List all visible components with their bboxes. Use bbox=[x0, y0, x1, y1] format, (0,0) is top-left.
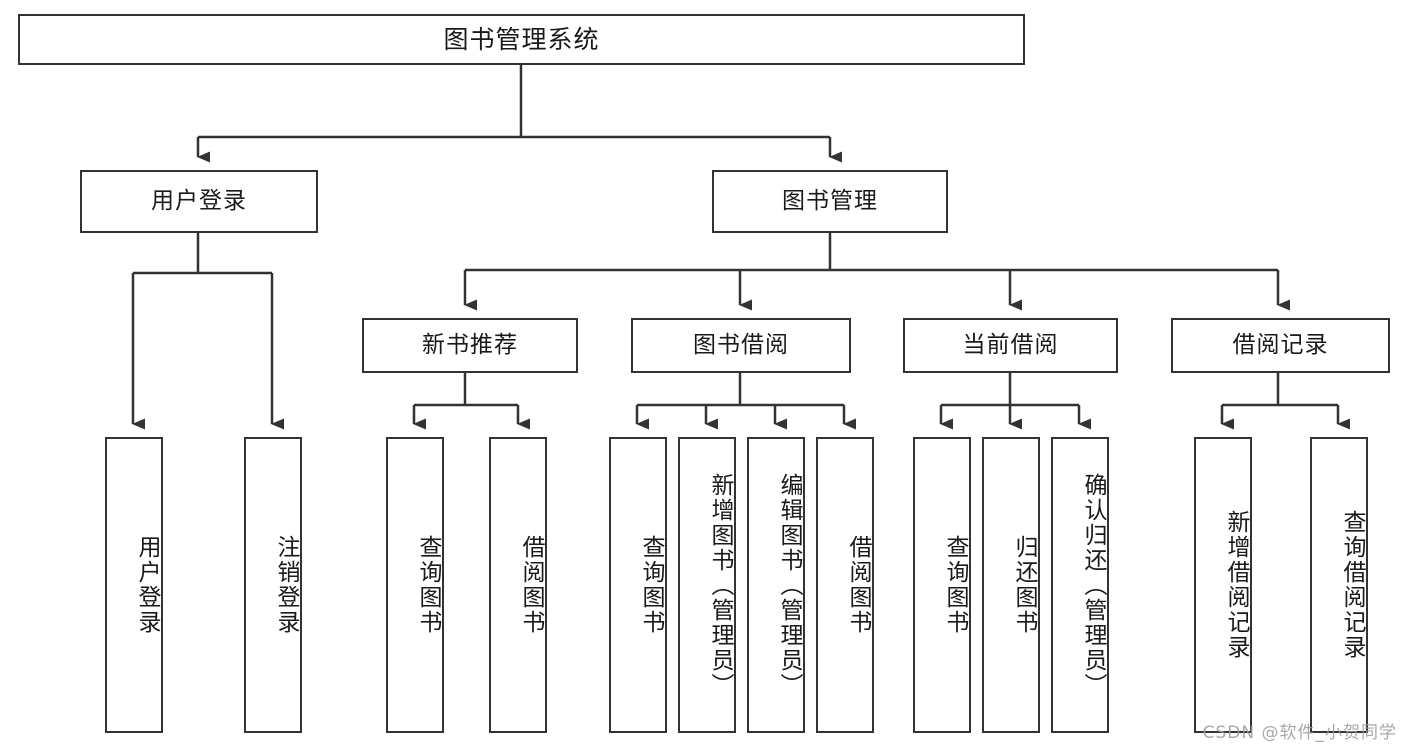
leaf-current-borrow-confirm-return[interactable]: 确认归还（管理员） bbox=[1051, 437, 1109, 733]
leaf-label: 借阅图书 bbox=[518, 535, 544, 635]
leaf-label: 注销登录 bbox=[273, 535, 299, 635]
leaf-label: 查询图书 bbox=[942, 535, 968, 635]
leaf-label: 查询借阅记录 bbox=[1339, 510, 1365, 660]
leaf-current-borrow-return[interactable]: 归还图书 bbox=[982, 437, 1040, 733]
node-user-login[interactable]: 用户登录 bbox=[80, 170, 318, 233]
leaf-book-borrow-add[interactable]: 新增图书（管理员） bbox=[678, 437, 736, 733]
leaf-label: 查询图书 bbox=[415, 535, 441, 635]
leaf-label: 归还图书 bbox=[1011, 535, 1037, 635]
node-new-book-recommend-label: 新书推荐 bbox=[422, 331, 518, 358]
leaf-current-borrow-query[interactable]: 查询图书 bbox=[913, 437, 971, 733]
leaf-label: 新增借阅记录 bbox=[1223, 510, 1249, 660]
leaf-book-borrow-query[interactable]: 查询图书 bbox=[609, 437, 667, 733]
leaf-borrow-record-query[interactable]: 查询借阅记录 bbox=[1310, 437, 1368, 733]
node-current-borrow-label: 当前借阅 bbox=[962, 331, 1059, 358]
leaf-label: 查询图书 bbox=[638, 535, 664, 635]
leaf-book-borrow-edit[interactable]: 编辑图书（管理员） bbox=[747, 437, 805, 733]
watermark-text: CSDN @软件_小贺同学 bbox=[1202, 723, 1397, 743]
leaf-book-borrow-borrow[interactable]: 借阅图书 bbox=[816, 437, 874, 733]
node-book-borrow[interactable]: 图书借阅 bbox=[631, 318, 851, 373]
node-book-management[interactable]: 图书管理 bbox=[712, 170, 948, 233]
node-book-management-label: 图书管理 bbox=[782, 187, 878, 214]
leaf-user-login-login[interactable]: 用户登录 bbox=[105, 437, 163, 733]
leaf-label: 编辑图书（管理员） bbox=[776, 472, 802, 698]
leaf-borrow-record-add[interactable]: 新增借阅记录 bbox=[1194, 437, 1252, 733]
node-book-borrow-label: 图书借阅 bbox=[693, 331, 789, 358]
node-borrow-record[interactable]: 借阅记录 bbox=[1171, 318, 1390, 373]
leaf-label: 确认归还（管理员） bbox=[1080, 472, 1106, 698]
node-new-book-recommend[interactable]: 新书推荐 bbox=[362, 318, 578, 373]
node-borrow-record-label: 借阅记录 bbox=[1232, 331, 1329, 358]
node-root[interactable]: 图书管理系统 bbox=[18, 14, 1025, 65]
leaf-label: 用户登录 bbox=[134, 535, 160, 635]
node-current-borrow[interactable]: 当前借阅 bbox=[903, 318, 1118, 373]
leaf-new-book-query[interactable]: 查询图书 bbox=[386, 437, 444, 733]
leaf-label: 借阅图书 bbox=[845, 535, 871, 635]
leaf-new-book-borrow[interactable]: 借阅图书 bbox=[489, 437, 547, 733]
node-user-login-label: 用户登录 bbox=[151, 187, 247, 214]
leaf-label: 新增图书（管理员） bbox=[707, 472, 733, 698]
node-root-label: 图书管理系统 bbox=[443, 24, 600, 54]
leaf-user-login-logout[interactable]: 注销登录 bbox=[244, 437, 302, 733]
